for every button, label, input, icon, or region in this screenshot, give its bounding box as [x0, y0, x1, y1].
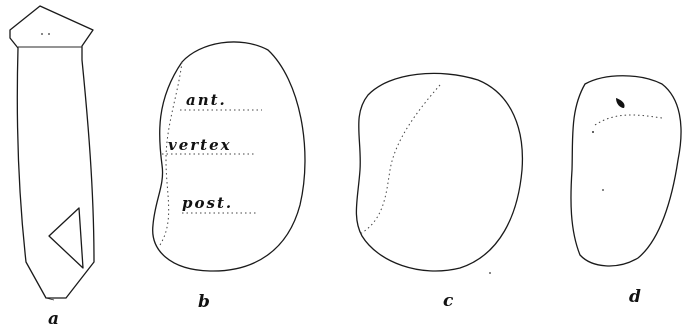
- panel-c-label: c: [443, 291, 454, 311]
- panel-b-label: b: [198, 292, 210, 312]
- label-ant: ant.: [186, 91, 227, 109]
- panel-b-drawing: [153, 42, 305, 271]
- label-vertex: vertex: [168, 136, 232, 154]
- panel-d-label: d: [629, 287, 641, 307]
- panel-a-drawing: [10, 6, 94, 300]
- panel-d-drawing: [571, 76, 681, 266]
- label-post: post.: [182, 194, 233, 212]
- panel-c-drawing: [356, 73, 522, 273]
- panel-a-label: a: [48, 309, 59, 329]
